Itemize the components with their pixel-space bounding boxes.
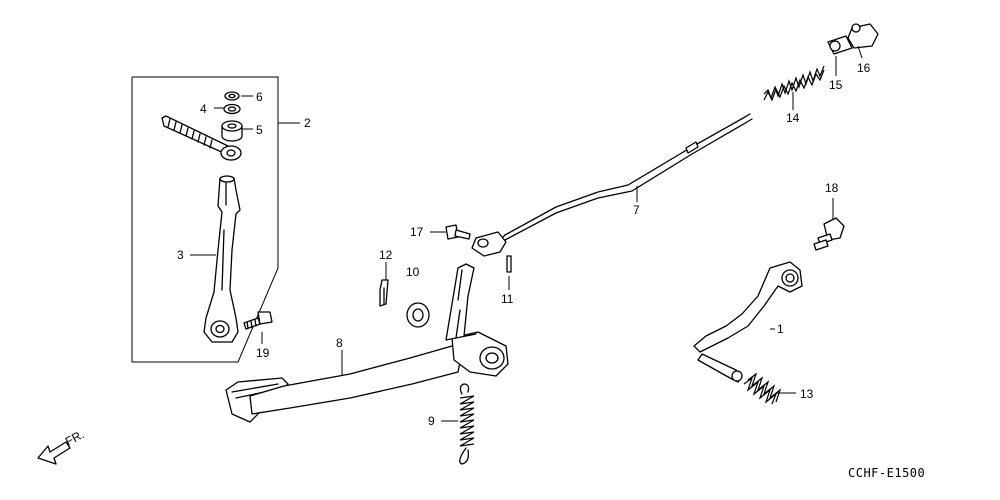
part-8-brake-pedal[interactable] bbox=[225, 263, 509, 423]
part-10-washer[interactable] bbox=[406, 302, 430, 328]
part-18-bolt[interactable] bbox=[813, 217, 845, 251]
label-part-18: 18 bbox=[825, 181, 839, 195]
label-part-4: 4 bbox=[200, 102, 207, 116]
part-7-brake-rod[interactable] bbox=[471, 113, 753, 257]
label-part-6: 6 bbox=[256, 90, 263, 104]
label-part-17: 17 bbox=[410, 225, 424, 239]
label-part-9: 9 bbox=[428, 414, 435, 428]
part-4-washer[interactable] bbox=[223, 103, 241, 115]
label-part-7: 7 bbox=[633, 203, 640, 217]
part-14-spring[interactable] bbox=[763, 65, 825, 102]
label-part-5: 5 bbox=[256, 123, 263, 137]
part-1-lever[interactable] bbox=[693, 261, 803, 383]
part-3-kick-arm[interactable] bbox=[203, 175, 241, 343]
part-17-clevis-pin[interactable] bbox=[445, 224, 471, 240]
label-part-15: 15 bbox=[829, 78, 843, 92]
part-5-bushing[interactable] bbox=[221, 120, 243, 142]
part-19-bolt[interactable] bbox=[243, 311, 273, 330]
label-part-3: 3 bbox=[177, 248, 184, 262]
label-part-13: 13 bbox=[800, 387, 814, 401]
part-13-spring[interactable] bbox=[743, 372, 782, 405]
front-arrow-icon bbox=[37, 441, 71, 465]
label-part-14: 14 bbox=[786, 111, 800, 125]
label-part-10: 10 bbox=[406, 265, 420, 279]
part-12-cotter-pin[interactable] bbox=[379, 279, 389, 307]
label-part-12: 12 bbox=[379, 248, 393, 262]
part-16-nut[interactable] bbox=[847, 23, 879, 49]
label-part-19: 19 bbox=[256, 346, 270, 360]
label-part-2: 2 bbox=[304, 116, 311, 130]
label-part-11: 11 bbox=[501, 292, 514, 306]
part-11-cotter-pin[interactable] bbox=[506, 255, 512, 273]
label-part-16: 16 bbox=[857, 61, 871, 75]
label-part-1: 1 bbox=[777, 322, 784, 336]
part-9-return-spring[interactable] bbox=[459, 383, 475, 465]
leader-lines bbox=[190, 45, 863, 422]
part-15-joint[interactable] bbox=[827, 35, 853, 55]
diagram-code: CCHF-E1500 bbox=[848, 466, 925, 480]
part-6-oring[interactable] bbox=[224, 91, 240, 101]
part-2-pivot-shaft[interactable] bbox=[161, 115, 242, 161]
label-part-8: 8 bbox=[336, 336, 343, 350]
